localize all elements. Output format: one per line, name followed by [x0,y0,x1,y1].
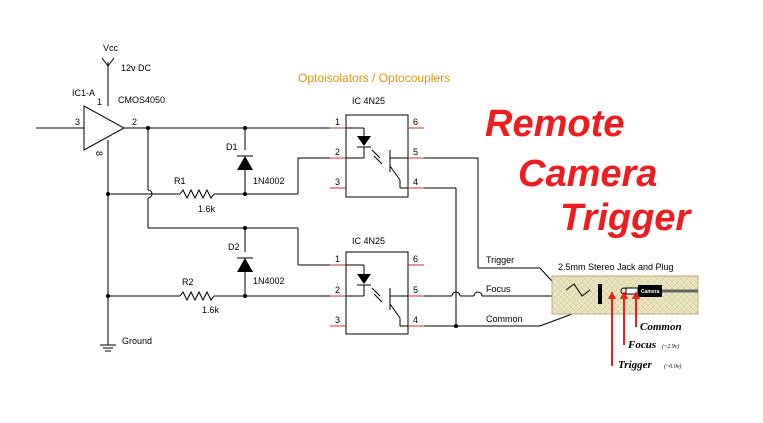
title-line-remote: Remote [485,103,624,145]
ic1-pin-in: 3 [75,117,80,127]
opto1-pin5: 5 [413,147,418,157]
opto1-pin4: 4 [413,177,418,187]
opto1-pin3: 3 [335,177,340,187]
title-line-trigger: Trigger [560,197,692,239]
line-label-focus: Focus [486,284,511,294]
r1-value: 1.6k [198,204,216,214]
line-label-trigger: Trigger [486,255,514,265]
optocoupler-1 [330,114,424,198]
ic1-pin-gnd: 8 [94,151,104,156]
opto2-pin3: 3 [335,315,340,325]
opto2-pin5: 5 [413,285,418,295]
vcc-label: Vcc [103,43,119,53]
jack-title: 2.5mm Stereo Jack and Plug [558,262,674,272]
opto1-label: IC 4N25 [352,96,385,106]
plug-common-label: Common [640,321,682,333]
resistor-r1 [179,188,215,200]
plug-focus-label: Focus [627,339,656,351]
ic1-buffer [83,105,126,151]
vcc-symbol [101,57,115,106]
d1-ref: D1 [226,142,238,152]
opto1-pin6: 6 [413,117,418,127]
opto1-pin1: 1 [335,117,340,127]
ic1-pin-vcc: 1 [97,97,102,107]
d2-ref: D2 [228,242,240,252]
diode-d2 [237,257,253,272]
ic1-ref: IC1-A [72,88,95,98]
section-label: Optoisolators / Optocouplers [298,71,450,85]
opto2-pin1: 1 [335,254,340,264]
diode-d1 [237,155,253,170]
plug-trigger-label: Trigger [618,359,653,371]
supply-voltage-label: 12v DC [121,63,152,73]
contact-arrows [608,291,640,366]
opto1-pin2: 2 [335,147,340,157]
plug-focus-voltage: (~2.9v) [662,343,679,350]
plug-trigger-voltage: (~0.0v) [664,363,681,370]
ground-symbol [100,344,116,352]
ic1-part: CMOS4050 [118,95,165,105]
optocoupler-2 [330,251,424,335]
resistor-r2 [179,290,215,302]
title-line-camera: Camera [518,153,657,195]
plug-camera-label: Camera [641,289,660,295]
opto2-label: IC 4N25 [352,236,385,246]
line-label-common: Common [486,314,523,324]
ic1-pin-out: 2 [132,117,137,127]
r2-ref: R2 [182,277,194,287]
opto2-pin6: 6 [413,254,418,264]
r1-ref: R1 [174,176,186,186]
d1-part: 1N4002 [253,176,285,186]
opto2-pin4: 4 [413,315,418,325]
d2-part: 1N4002 [253,276,285,286]
opto2-pin2: 2 [335,285,340,295]
ground-label: Ground [122,336,152,346]
r2-value: 1.6k [202,305,220,315]
